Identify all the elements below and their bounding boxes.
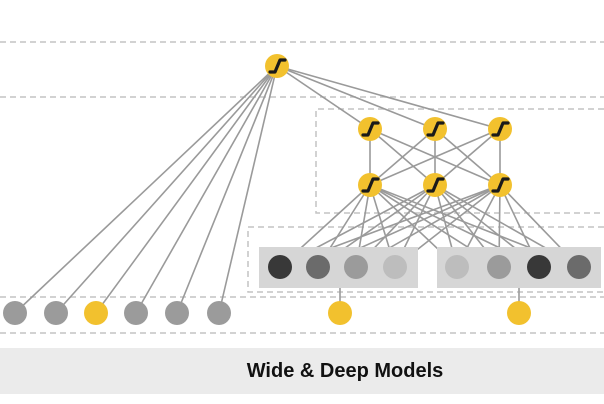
hidden-unit <box>358 173 382 197</box>
hidden-unit <box>358 117 382 141</box>
sparse-feature <box>207 301 231 325</box>
output-connection <box>276 65 501 130</box>
hidden-connection <box>434 128 501 186</box>
hidden-layers-box <box>315 108 604 214</box>
sigmoid-activation-icon <box>361 121 380 137</box>
caption-band: Wide & Deep Models <box>0 348 604 394</box>
sigmoid-activation-icon <box>491 177 510 193</box>
sparse-feature <box>44 301 68 325</box>
sparse-feature <box>165 301 189 325</box>
hidden-unit <box>488 117 512 141</box>
embedding-unit <box>567 255 591 279</box>
wide-connection <box>55 65 278 314</box>
sparse-feature <box>124 301 148 325</box>
layer-separator-lines <box>0 41 604 334</box>
wide-connection <box>135 65 278 314</box>
categorical-input <box>507 301 531 325</box>
diagram-caption: Wide & Deep Models <box>246 360 444 382</box>
wide-connection <box>14 65 278 314</box>
hidden-connection <box>369 128 436 186</box>
embedding-unit <box>527 255 551 279</box>
embedding-unit <box>445 255 469 279</box>
embedding-unit <box>344 255 368 279</box>
hidden-unit <box>423 117 447 141</box>
embedding-unit <box>268 255 292 279</box>
sigmoid-activation-icon <box>426 177 445 193</box>
output-connection <box>276 65 371 130</box>
wide-connection <box>176 65 278 314</box>
hidden-unit <box>423 173 447 197</box>
output-unit <box>265 54 289 78</box>
network-nodes <box>3 54 591 325</box>
hidden-connection <box>369 128 501 186</box>
sigmoid-activation-icon <box>268 58 287 74</box>
embedding-unit <box>383 255 407 279</box>
wide-connection <box>95 65 278 314</box>
sparse-feature <box>3 301 27 325</box>
output-connection <box>276 65 436 130</box>
embedding-unit <box>487 255 511 279</box>
sigmoid-activation-icon <box>361 177 380 193</box>
active-sparse-feature <box>84 301 108 325</box>
embedding-unit <box>306 255 330 279</box>
wide-connection <box>218 65 278 314</box>
categorical-input <box>328 301 352 325</box>
sigmoid-activation-icon <box>426 121 445 137</box>
sigmoid-activation-icon <box>491 121 510 137</box>
hidden-unit <box>488 173 512 197</box>
